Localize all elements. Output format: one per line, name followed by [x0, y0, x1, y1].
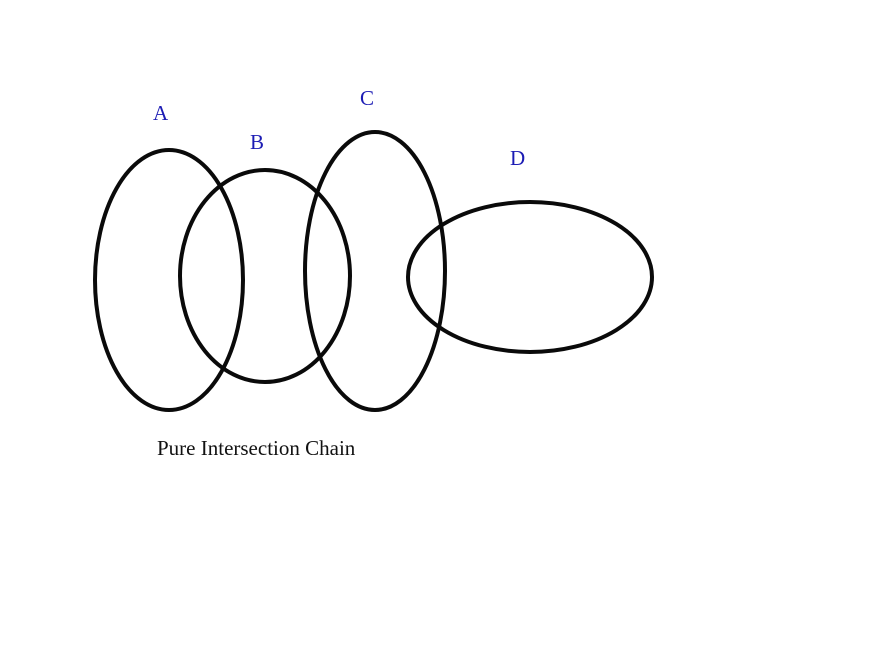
diagram-caption: Pure Intersection Chain	[157, 436, 356, 460]
set-ellipse-c	[303, 130, 447, 412]
set-ellipse-d	[406, 200, 654, 354]
set-label-a: A	[153, 101, 169, 125]
set-ellipse-a	[93, 148, 245, 412]
set-label-d: D	[510, 146, 526, 170]
set-label-c: C	[360, 86, 375, 110]
set-label-b: B	[250, 130, 265, 154]
set-ellipse-b	[178, 168, 352, 384]
